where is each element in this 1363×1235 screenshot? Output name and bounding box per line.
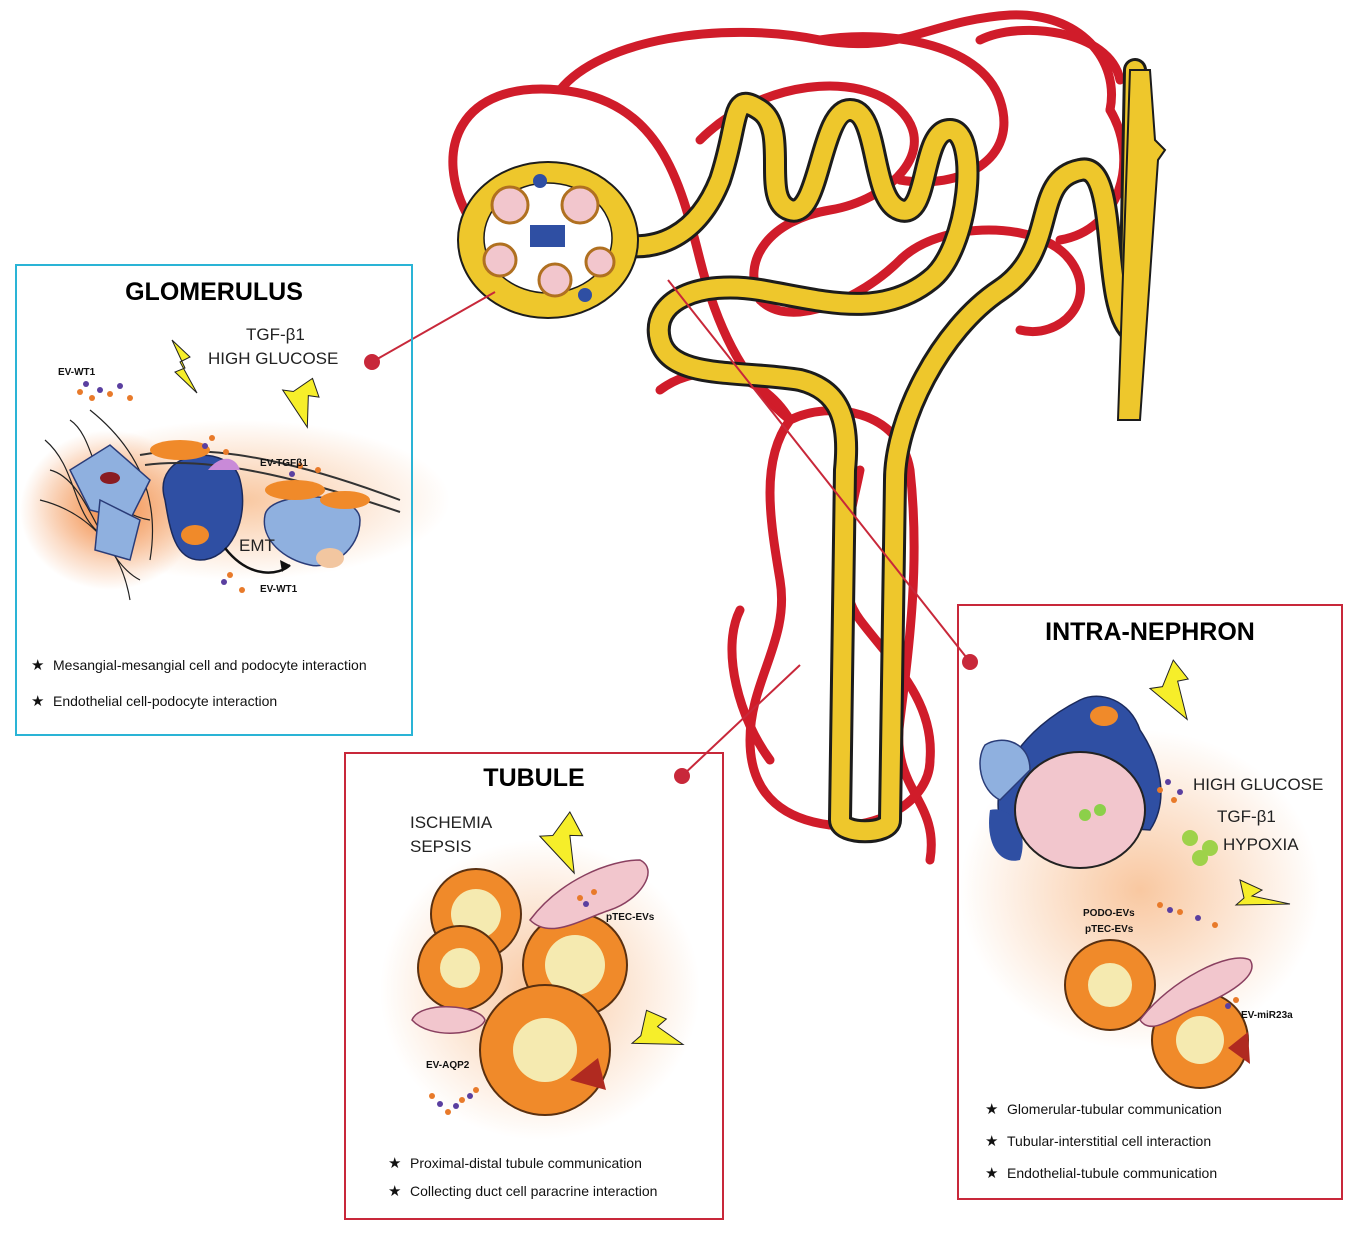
tubule-panel-art: [380, 811, 700, 1140]
bullet-item: ★Tubular-interstitial cell interaction: [985, 1133, 1212, 1150]
stimulus-label: TGF-β1: [246, 325, 305, 344]
ev-label: PODO-EVs: [1083, 908, 1135, 919]
bullet-item: ★Endothelial-tubule communication: [985, 1165, 1218, 1182]
stimulus-label: HIGH GLUCOSE: [1193, 775, 1324, 794]
bullet-item: ★Mesangial-mesangial cell and podocyte i…: [31, 657, 367, 674]
stimulus-label: HYPOXIA: [1223, 835, 1299, 854]
bullet-item: ★Glomerular-tubular communication: [985, 1101, 1222, 1118]
intra-nephron-panel-art: [960, 659, 1320, 1089]
panel-title: TUBULE: [483, 764, 585, 792]
star-icon: ★: [985, 1165, 999, 1182]
emt-label: EMT: [239, 536, 275, 555]
stimulus-label: HIGH GLUCOSE: [208, 349, 339, 368]
bullet-item: ★Collecting duct cell paracrine interact…: [388, 1183, 658, 1200]
bowmans-capsule: [457, 161, 639, 319]
star-icon: ★: [31, 657, 45, 674]
ev-label: pTEC-EVs: [1085, 924, 1134, 935]
star-icon: ★: [985, 1133, 999, 1150]
star-icon: ★: [388, 1183, 402, 1200]
bullet-item: ★Proximal-distal tubule communication: [388, 1155, 642, 1172]
glomerulus-panel-art: [20, 339, 450, 601]
ev-label: EV-miR23a: [1241, 1010, 1293, 1021]
panel-title: GLOMERULUS: [125, 278, 303, 306]
ev-label: EV-TGFβ1: [260, 458, 308, 469]
bullet-item: ★Endothelial cell-podocyte interaction: [31, 693, 278, 710]
ev-label: EV-WT1: [58, 367, 96, 378]
star-icon: ★: [31, 693, 45, 710]
glomerulus-panel: GLOMERULUS TGF-β1 HIGH GLUCOSE EV-WT1 EV…: [15, 264, 413, 736]
connector-lines: [364, 279, 978, 784]
collecting-duct: [1116, 69, 1167, 421]
stimulus-label: TGF-β1: [1217, 807, 1276, 826]
ev-label: pTEC-EVs: [606, 912, 655, 923]
star-icon: ★: [388, 1155, 402, 1172]
star-icon: ★: [985, 1101, 999, 1118]
ev-label: EV-AQP2: [426, 1060, 470, 1071]
stimulus-label: SEPSIS: [410, 837, 472, 856]
stimulus-label: ISCHEMIA: [410, 813, 493, 832]
panel-title: INTRA-NEPHRON: [1045, 618, 1255, 646]
ev-label: EV-WT1: [260, 584, 298, 595]
tubule-panel: TUBULE ISCHEMIA SEPSIS pTEC-EVs EV-AQP2 …: [344, 752, 724, 1220]
intra-nephron-panel: INTRA-NEPHRON HIGH GLUCOSE TGF-β1 HYPOXI…: [957, 604, 1343, 1200]
